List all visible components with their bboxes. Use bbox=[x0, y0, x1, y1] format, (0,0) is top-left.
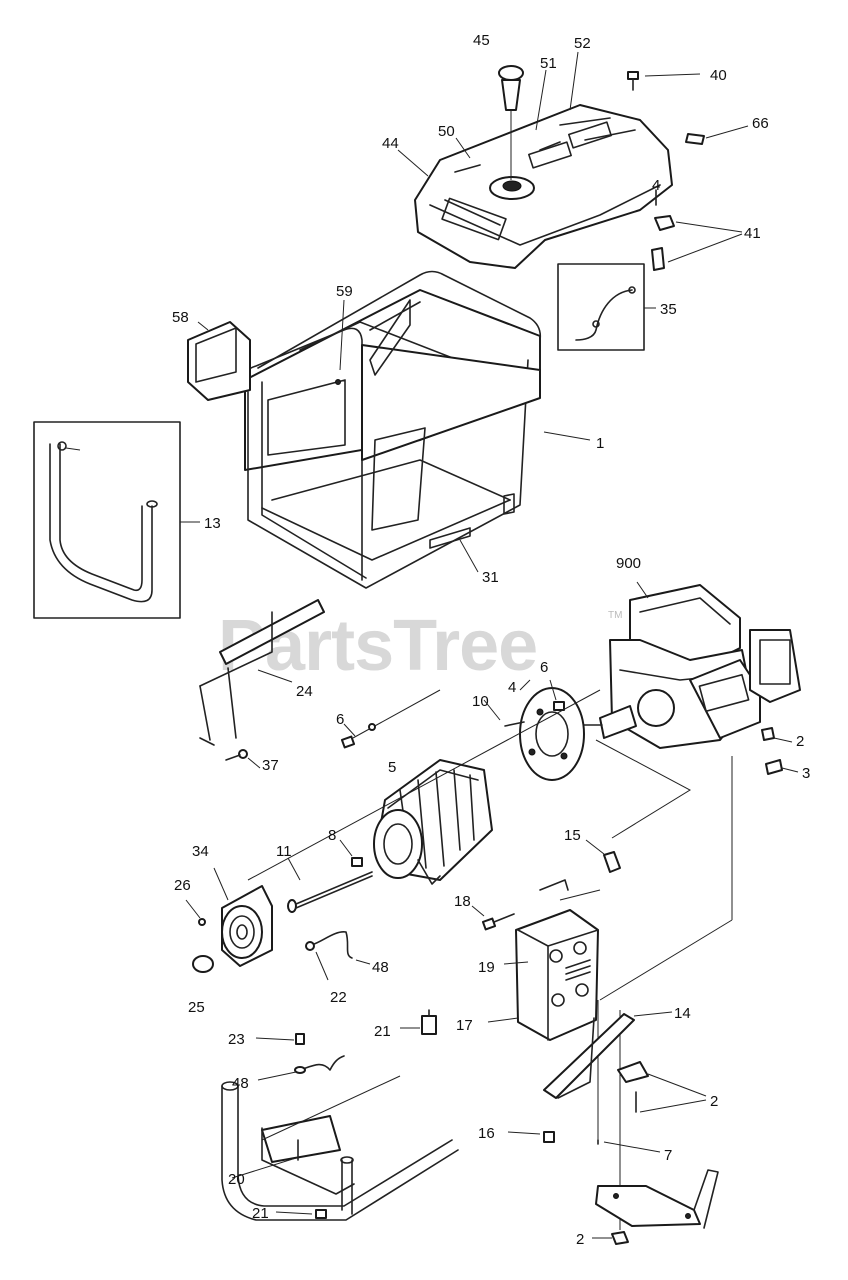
callout-51: 51 bbox=[540, 55, 557, 72]
callout-2-bracket: 2 bbox=[710, 1093, 718, 1110]
callout-22: 22 bbox=[330, 989, 347, 1006]
callout-26: 26 bbox=[174, 877, 191, 894]
bolt bbox=[627, 71, 701, 91]
blower-housing bbox=[213, 867, 273, 967]
callout-44: 44 bbox=[382, 135, 399, 152]
frame bbox=[243, 270, 542, 589]
callout-21-upper: 21 bbox=[374, 1023, 391, 1040]
control-panel bbox=[187, 321, 251, 401]
nut-2c bbox=[611, 1231, 629, 1245]
spacer bbox=[765, 759, 783, 775]
screw bbox=[225, 749, 261, 769]
foot-bracket bbox=[595, 1169, 719, 1229]
callout-52: 52 bbox=[574, 35, 591, 52]
callout-labels: 45 51 52 40 66 44 50 4 41 35 59 58 1 13 … bbox=[172, 32, 810, 1248]
callout-16: 16 bbox=[478, 1125, 495, 1142]
callout-58: 58 bbox=[172, 309, 189, 326]
callout-50: 50 bbox=[438, 123, 455, 140]
callout-900: 900 bbox=[616, 555, 641, 572]
mount-21b bbox=[315, 1209, 327, 1219]
bracket bbox=[199, 599, 325, 741]
engine bbox=[554, 584, 801, 749]
callout-66: 66 bbox=[752, 115, 769, 132]
callout-35: 35 bbox=[660, 301, 677, 318]
callout-34: 34 bbox=[192, 843, 209, 860]
watermark-text: PartsTree bbox=[218, 606, 537, 686]
bolt-16 bbox=[507, 1131, 555, 1143]
connector-22 bbox=[305, 941, 315, 951]
callout-23: 23 bbox=[228, 1031, 245, 1048]
callout-7: 7 bbox=[664, 1147, 672, 1164]
bolt-18 bbox=[471, 905, 515, 931]
vibration-mount bbox=[400, 1009, 437, 1035]
callout-1: 1 bbox=[596, 435, 604, 452]
callout-2-engine: 2 bbox=[796, 733, 804, 750]
callout-24: 24 bbox=[296, 683, 313, 700]
base-frame bbox=[221, 1075, 459, 1221]
end-bell bbox=[519, 679, 585, 781]
screw-26 bbox=[198, 918, 206, 926]
callout-40: 40 bbox=[710, 67, 727, 84]
callout-11: 11 bbox=[276, 843, 292, 860]
callout-45: 45 bbox=[473, 32, 490, 49]
callout-2-lower: 2 bbox=[576, 1231, 584, 1248]
bolt-pair bbox=[340, 689, 441, 749]
callout-37: 37 bbox=[262, 757, 279, 774]
wire-48a bbox=[307, 931, 353, 959]
callout-14: 14 bbox=[674, 1005, 691, 1022]
callout-8: 8 bbox=[328, 827, 336, 844]
callout-3: 3 bbox=[802, 765, 810, 782]
plug bbox=[192, 955, 214, 973]
fuel-line-box bbox=[557, 247, 665, 351]
callout-19: 19 bbox=[478, 959, 495, 976]
callout-5: 5 bbox=[388, 759, 396, 776]
control-box bbox=[487, 879, 599, 1041]
callout-6-right: 6 bbox=[540, 659, 548, 676]
fuel-cap bbox=[498, 65, 524, 180]
fuel-tank bbox=[414, 104, 673, 269]
callout-31: 31 bbox=[482, 569, 499, 586]
callout-4-bell: 4 bbox=[508, 679, 516, 696]
callout-17: 17 bbox=[456, 1017, 473, 1034]
wire-48b bbox=[299, 1055, 345, 1071]
callout-25: 25 bbox=[188, 999, 205, 1016]
handle-box bbox=[33, 421, 200, 619]
part-15 bbox=[603, 851, 621, 873]
callout-6-left: 6 bbox=[336, 711, 344, 728]
callout-18: 18 bbox=[454, 893, 471, 910]
callout-10: 10 bbox=[472, 693, 489, 710]
callout-13: 13 bbox=[204, 515, 221, 532]
callout-59: 59 bbox=[336, 283, 353, 300]
callout-4-top: 4 bbox=[652, 177, 660, 194]
callout-20: 20 bbox=[228, 1171, 245, 1188]
support-bracket bbox=[543, 1011, 673, 1099]
callout-41: 41 bbox=[744, 225, 761, 242]
tank-tab bbox=[685, 133, 705, 145]
callout-48-upper: 48 bbox=[372, 959, 389, 976]
nut bbox=[654, 215, 675, 231]
washer bbox=[761, 727, 775, 741]
callout-48-lower: 48 bbox=[232, 1075, 249, 1092]
part-23 bbox=[295, 1033, 305, 1045]
callout-15: 15 bbox=[564, 827, 581, 844]
stator bbox=[373, 759, 493, 885]
watermark-trademark: TM bbox=[608, 610, 622, 621]
through-bolt bbox=[287, 857, 373, 913]
nut-8 bbox=[351, 857, 363, 867]
washer-2b bbox=[617, 1061, 649, 1083]
watermark: PartsTree TM bbox=[218, 606, 622, 686]
callout-21-lower: 21 bbox=[252, 1205, 269, 1222]
